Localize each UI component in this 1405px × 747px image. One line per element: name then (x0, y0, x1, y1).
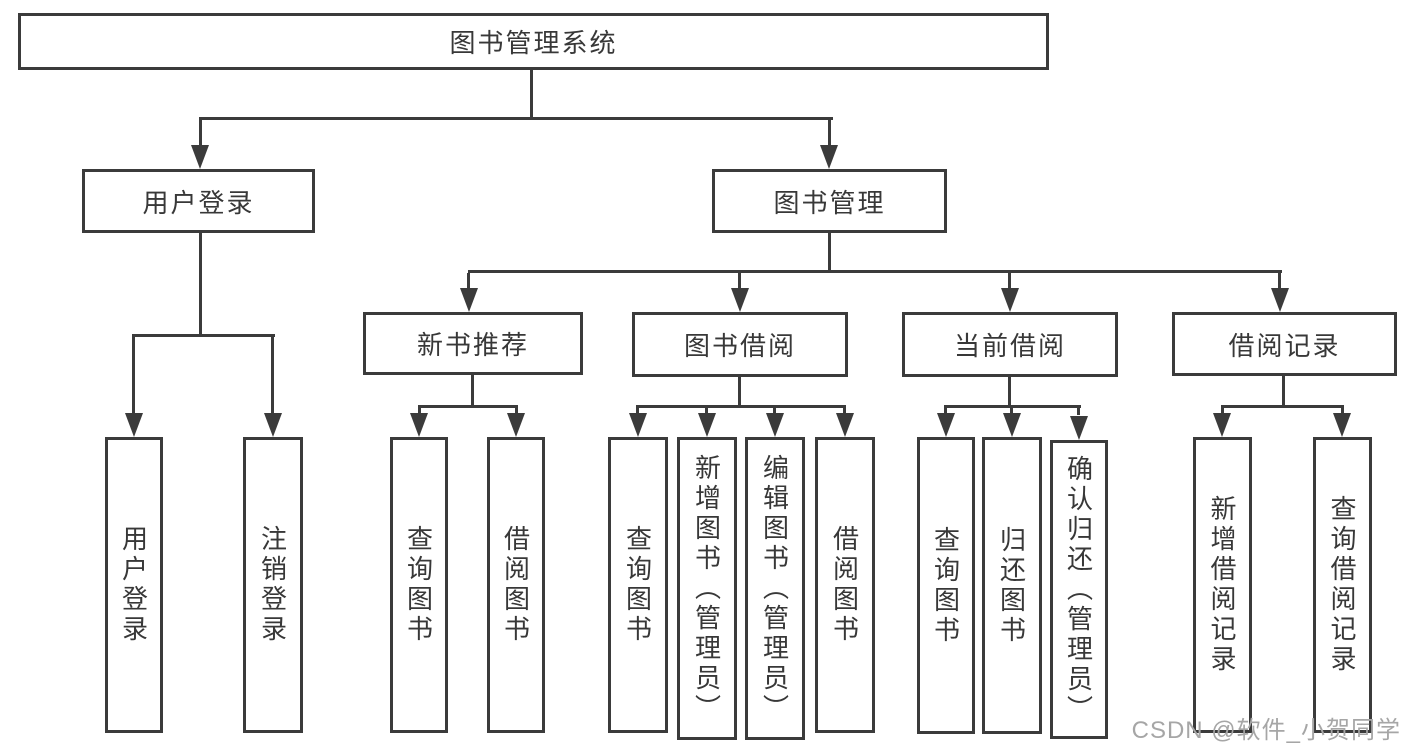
leaf-confirm-return-admin: 确认归还（管理员） (1050, 440, 1108, 739)
arrow-down-icon (460, 288, 478, 312)
connector-line (1221, 405, 1344, 408)
csdn-watermark: CSDN @软件_小贺同学 (1131, 717, 1401, 744)
connector-line (1282, 376, 1285, 408)
node-user-login: 用户登录 (82, 169, 315, 233)
arrow-down-icon (1001, 288, 1019, 312)
connector-line (1221, 408, 1224, 415)
connector-line (467, 273, 470, 291)
connector-line (636, 405, 846, 408)
connector-line (471, 375, 474, 408)
arrow-down-icon (731, 288, 749, 312)
arrow-down-icon (629, 413, 647, 437)
node-book-management: 图书管理 (712, 169, 947, 233)
connector-line (738, 273, 741, 291)
arrow-down-icon (191, 145, 209, 169)
leaf-borrow-books: 借阅图书 (815, 437, 875, 733)
connector-line (738, 377, 741, 408)
connector-line (828, 233, 831, 273)
leaf-query-books-recommend: 查询图书 (390, 437, 448, 733)
arrow-down-icon (1070, 416, 1088, 440)
connector-line (636, 408, 639, 415)
arrow-down-icon (937, 413, 955, 437)
leaf-query-books-current: 查询图书 (917, 437, 975, 734)
connector-line (199, 233, 202, 337)
leaf-query-books-borrowing: 查询图书 (608, 437, 668, 733)
leaf-borrow-books-recommend: 借阅图书 (487, 437, 545, 733)
arrow-down-icon (507, 413, 525, 437)
connector-line (705, 408, 708, 415)
connector-line (132, 337, 135, 413)
arrow-down-icon (1213, 413, 1231, 437)
connector-line (828, 120, 831, 147)
arrow-down-icon (1003, 413, 1021, 437)
leaf-return-books: 归还图书 (982, 437, 1042, 734)
connector-line (1008, 377, 1011, 408)
arrow-down-icon (820, 145, 838, 169)
leaf-user-login: 用户登录 (105, 437, 163, 733)
node-library-management-system: 图书管理系统 (18, 13, 1049, 70)
leaf-edit-books-admin: 编辑图书（管理员） (745, 437, 805, 740)
connector-line (1341, 408, 1344, 415)
leaf-add-books-admin: 新增图书（管理员） (677, 437, 737, 740)
node-borrow-records: 借阅记录 (1172, 312, 1397, 376)
connector-line (468, 270, 1282, 273)
arrow-down-icon (1271, 288, 1289, 312)
connector-line (132, 334, 275, 337)
arrow-down-icon (836, 413, 854, 437)
leaf-logout: 注销登录 (243, 437, 303, 733)
connector-line (530, 69, 533, 119)
leaf-query-borrow-record: 查询借阅记录 (1313, 437, 1372, 733)
node-current-borrowing: 当前借阅 (902, 312, 1118, 377)
arrow-down-icon (264, 413, 282, 437)
connector-line (1278, 273, 1281, 291)
connector-line (773, 408, 776, 415)
node-new-book-recommend: 新书推荐 (363, 312, 583, 375)
connector-line (199, 120, 202, 147)
connector-line (944, 405, 1081, 408)
connector-line (843, 408, 846, 415)
connector-line (418, 405, 518, 408)
arrow-down-icon (1333, 413, 1351, 437)
arrow-down-icon (125, 413, 143, 437)
arrow-down-icon (410, 413, 428, 437)
connector-line (944, 408, 947, 415)
arrow-down-icon (698, 413, 716, 437)
connector-line (271, 337, 274, 413)
connector-line (1008, 273, 1011, 291)
connector-line (515, 408, 518, 415)
connector-line (1010, 408, 1013, 415)
arrow-down-icon (766, 413, 784, 437)
connector-line (199, 117, 833, 120)
connector-line (1077, 408, 1080, 415)
node-book-borrowing: 图书借阅 (632, 312, 848, 377)
connector-line (418, 408, 421, 415)
leaf-add-borrow-record: 新增借阅记录 (1193, 437, 1252, 733)
